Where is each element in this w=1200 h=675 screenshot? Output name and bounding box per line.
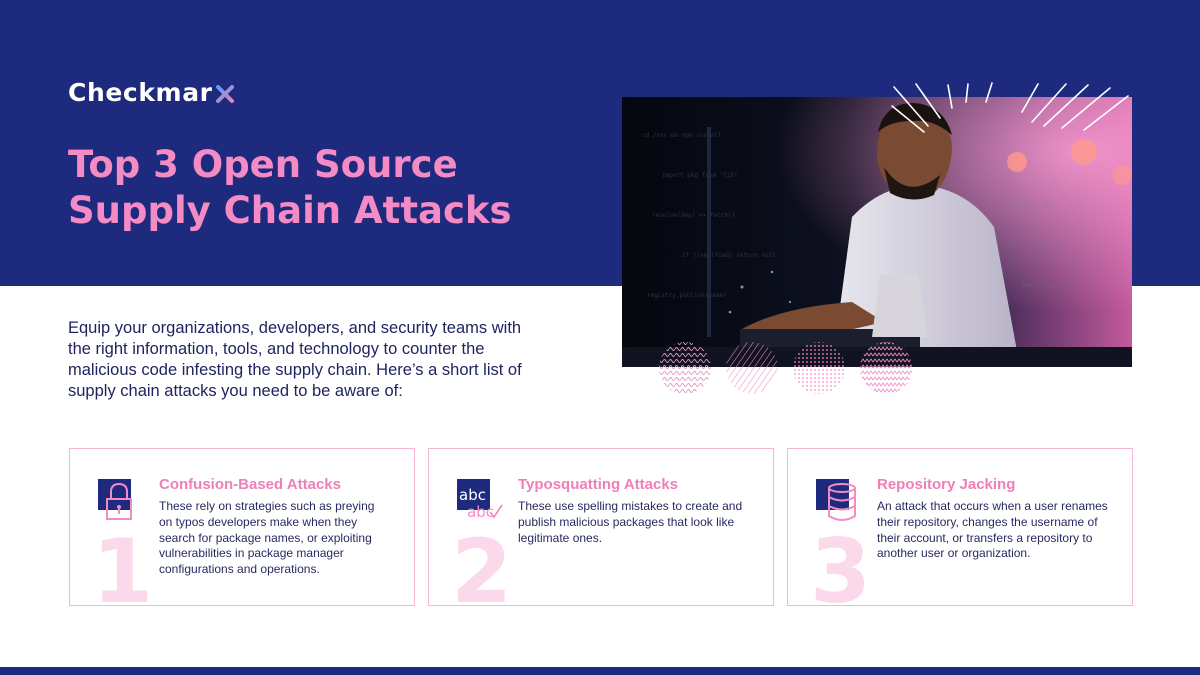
card-title: Confusion-Based Attacks (159, 476, 341, 493)
database-icon (816, 479, 856, 521)
card-number: 2 (451, 520, 513, 606)
checkmarx-logo: Checkmar (68, 78, 235, 107)
card-number: 3 (810, 520, 872, 606)
padlock-icon (98, 479, 132, 520)
footer-bar (0, 667, 1200, 675)
card-description: These rely on strategies such as preying… (159, 499, 375, 577)
card-description: These use spelling mistakes to create an… (518, 499, 743, 545)
card-title: Repository Jacking (877, 476, 1016, 493)
icon-abc-text: abc (459, 486, 486, 504)
card-title: Typosquatting Attacks (518, 476, 679, 493)
line-burst-decoration (891, 82, 1129, 133)
developer-photo: cd /src && npm install import pkg from "… (622, 97, 1132, 367)
attack-card-confusion: 1 Confusion-Based Attacks These rely on … (69, 448, 415, 606)
svg-text:module.exports: module.exports (1022, 282, 1073, 289)
svg-text:import pkg from "lib": import pkg from "lib" (662, 172, 738, 179)
svg-text:resolve(dep) => fetch(): resolve(dep) => fetch() (652, 212, 735, 219)
intro-paragraph: Equip your organizations, developers, an… (68, 319, 522, 400)
abc-typo-icon: abc abc (457, 477, 503, 525)
pattern-discs-decoration (659, 342, 912, 394)
checkmark-icon (489, 504, 503, 519)
title-line-2: Supply Chain Attacks (68, 189, 512, 232)
logo-wordmark: Checkmar (68, 78, 213, 107)
attack-card-repository-jacking: 3 Repository Jacking An attack that occu… (787, 448, 1133, 606)
attack-card-typosquatting: 2 abc abc Typosquatting Attacks These us… (428, 448, 774, 606)
page-title: Top 3 Open Source Supply Chain Attacks (68, 142, 588, 234)
icon-abc-text-misspelled: abc (467, 503, 494, 521)
svg-text:if (!verified) return null: if (!verified) return null (682, 252, 776, 259)
logo-x-icon (215, 84, 234, 103)
title-line-1: Top 3 Open Source (68, 143, 458, 186)
svg-text:config.yaml: config.yaml (1012, 202, 1052, 209)
svg-text:cd /src && npm install: cd /src && npm install (642, 132, 722, 139)
card-number: 1 (92, 520, 154, 606)
card-description: An attack that occurs when a user rename… (877, 499, 1108, 561)
svg-text:export default {}: export default {} (1002, 242, 1063, 249)
svg-text:registry.publish(name): registry.publish(name) (647, 292, 726, 299)
